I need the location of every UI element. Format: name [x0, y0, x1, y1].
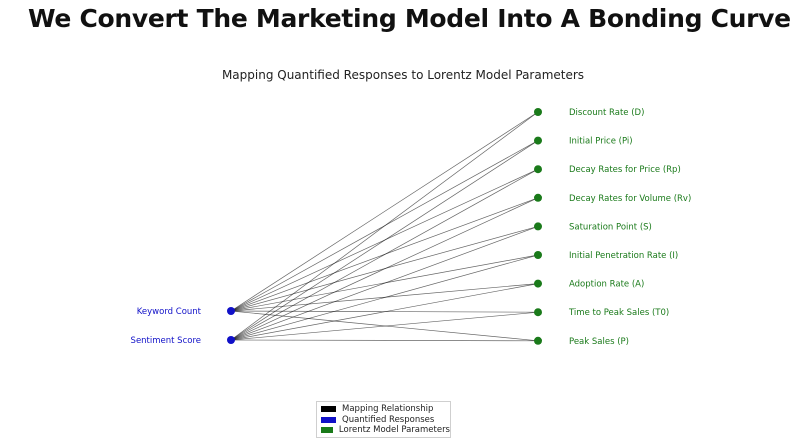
legend-item-responses: Quantified Responses — [317, 415, 450, 426]
legend-item-mapping: Mapping Relationship — [317, 404, 450, 415]
edge-group — [230, 111, 539, 342]
target-node-decay-rates-for-volume-rv — [534, 193, 542, 202]
edge-sentiment-score-to-decay-rates-for-price-rp — [230, 168, 539, 341]
edge-sentiment-score-to-decay-rates-for-volume-rv — [230, 197, 539, 341]
source-node-keyword-count — [227, 307, 235, 315]
legend-label: Quantified Responses — [342, 414, 435, 425]
edge-sentiment-score-to-discount-rate-d — [230, 111, 539, 341]
diagram-title: Mapping Quantified Responses to Lorentz … — [221, 68, 585, 82]
target-node-decay-rates-for-price-rp — [534, 165, 542, 174]
target-label-adoption-rate-a: Adoption Rate (A) — [569, 280, 644, 290]
target-label-initial-penetration-rate-i: Initial Penetration Rate (I) — [569, 251, 678, 261]
target-label-peak-sales-p: Peak Sales (P) — [569, 337, 629, 347]
target-label-decay-rates-for-price-rp: Decay Rates for Price (Rp) — [569, 165, 681, 175]
page-title: We Convert The Marketing Model Into A Bo… — [28, 4, 791, 33]
legend-item-parameters: Lorentz Model Parameters — [317, 425, 450, 436]
target-label-decay-rates-for-volume-rv: Decay Rates for Volume (Rv) — [569, 194, 691, 204]
legend-swatch-mapping — [321, 406, 336, 413]
legend-label: Mapping Relationship — [342, 404, 434, 415]
source-label-keyword-count: Keyword Count — [137, 307, 202, 317]
edge-sentiment-score-to-initial-price-pi — [230, 140, 539, 341]
target-node-initial-penetration-rate-i — [534, 251, 542, 259]
edge-sentiment-score-to-initial-penetration-rate-i — [230, 254, 539, 341]
target-node-discount-rate-d — [534, 108, 542, 116]
target-node-adoption-rate-a — [534, 279, 542, 288]
target-node-peak-sales-p — [534, 336, 542, 345]
edge-keyword-count-to-discount-rate-d — [230, 111, 539, 312]
target-label-initial-price-pi: Initial Price (Pi) — [569, 137, 633, 147]
edge-sentiment-score-to-peak-sales-p — [230, 339, 539, 342]
source-node-sentiment-score — [227, 336, 235, 344]
target-node-group: Discount Rate (D) Initial Price (Pi) Decay… — [534, 108, 691, 347]
legend-swatch-parameters — [321, 427, 333, 434]
edge-sentiment-score-to-saturation-point-s — [230, 226, 539, 341]
edge-sentiment-score-to-adoption-rate-a — [230, 283, 539, 341]
target-label-time-to-peak-sales-t0: Time to Peak Sales (T0) — [568, 308, 669, 318]
target-node-saturation-point-s — [534, 222, 542, 231]
legend-swatch-responses — [321, 416, 336, 423]
legend: Mapping Relationship Quantified Response… — [316, 401, 451, 438]
target-node-initial-price-pi — [534, 136, 542, 145]
source-label-sentiment-score: Sentiment Score — [131, 336, 201, 346]
edge-sentiment-score-to-time-to-peak-sales-t0 — [230, 311, 539, 341]
legend-label: Lorentz Model Parameters — [338, 425, 450, 436]
target-label-saturation-point-s: Saturation Point (S) — [569, 222, 652, 232]
target-node-time-to-peak-sales-t0 — [534, 308, 542, 317]
target-label-discount-rate-d: Discount Rate (D) — [569, 108, 644, 118]
